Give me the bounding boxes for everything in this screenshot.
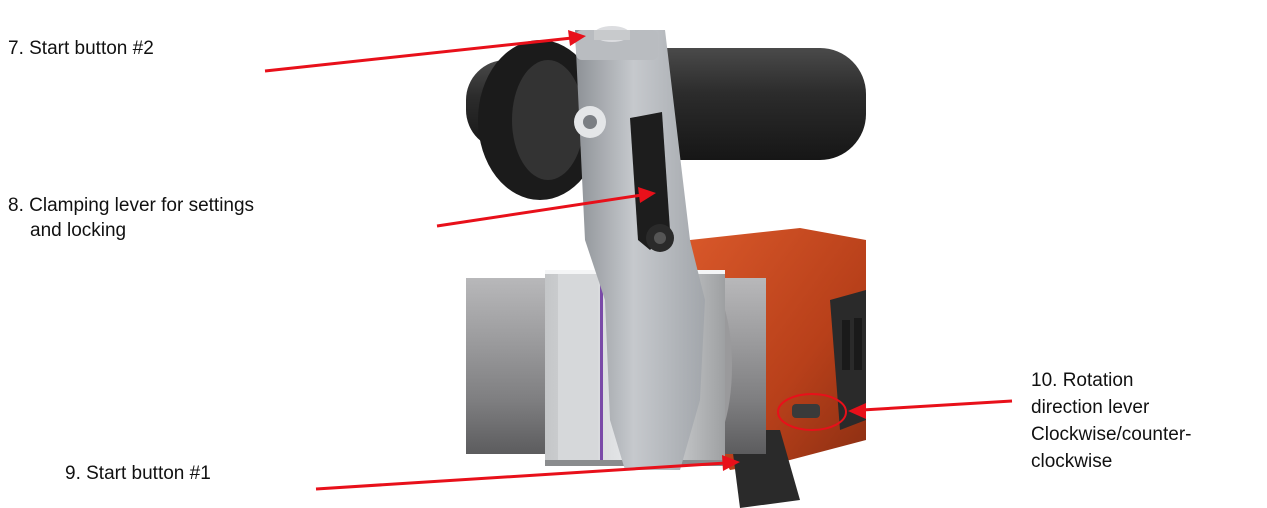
arrow-start-button-1 <box>315 461 727 491</box>
callout-arrows <box>264 30 1013 491</box>
arrow-start-button-2 <box>264 36 573 73</box>
label-rotation-lever: 10. Rotation direction lever Clockwise/c… <box>1031 367 1192 475</box>
label-rotation-lever-line-4: clockwise <box>1031 451 1113 472</box>
label-rotation-lever-line-3: Clockwise/counter- <box>1031 424 1192 445</box>
label-rotation-lever-line-1: 10. Rotation <box>1031 370 1134 391</box>
label-start-button-2: 7. Start button #2 <box>8 36 154 61</box>
start-button-2-graphic <box>594 26 630 42</box>
label-start-button-1: 9. Start button #1 <box>65 461 211 486</box>
label-clamping-lever: 8. Clamping lever for settings and locki… <box>8 193 254 243</box>
clamp-bracket <box>574 30 705 470</box>
arrow-rotation-lever <box>861 399 1013 412</box>
rotation-lever-highlight <box>777 393 847 431</box>
label-start-button-1-line-1: 9. Start button #1 <box>65 463 211 484</box>
label-clamping-lever-line-2: and locking <box>30 220 127 241</box>
arrow-clamping-lever <box>436 193 643 228</box>
rotation-lever-graphic <box>777 393 847 431</box>
label-rotation-lever-line-2: direction lever <box>1031 397 1150 418</box>
label-start-button-2-line-1: 7. Start button #2 <box>8 38 154 59</box>
clamping-lever-graphic <box>630 112 674 252</box>
label-clamping-lever-line-1: 8. Clamping lever for settings <box>8 195 255 216</box>
